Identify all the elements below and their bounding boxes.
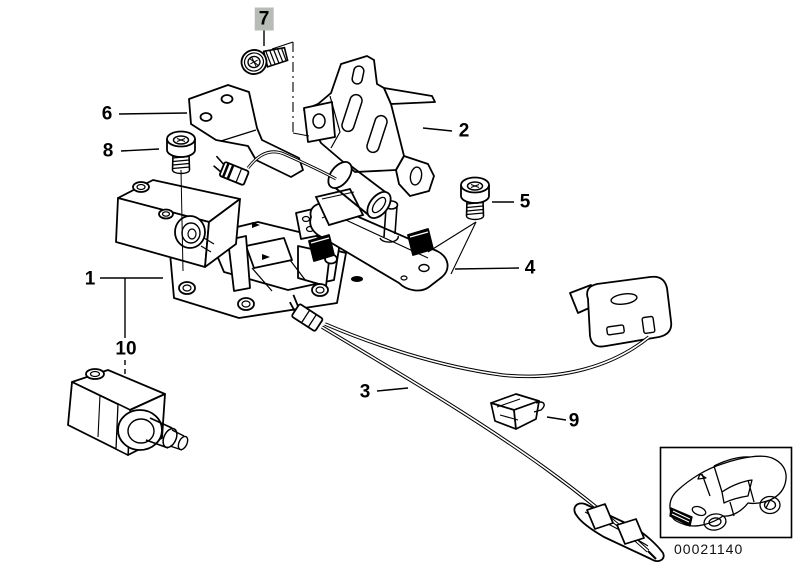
car-icon — [669, 455, 787, 531]
car-inset — [659, 446, 793, 539]
actuator-drawing — [67, 368, 189, 456]
latch-motor-drawing — [314, 161, 392, 227]
cable-housing-drawing — [569, 275, 673, 348]
cable-connector-drawing — [289, 294, 324, 332]
callout-8[interactable]: 8 — [102, 140, 114, 162]
bracket-6-drawing — [188, 84, 304, 178]
callout-7[interactable]: 7 — [254, 7, 274, 31]
wire-connector-drawing — [213, 155, 250, 186]
bracket-2-drawing — [303, 55, 436, 197]
callout-10[interactable]: 10 — [115, 338, 137, 360]
lock-wire-drawing — [246, 150, 337, 181]
screw-7-drawing — [240, 46, 289, 75]
release-cable-drawing — [321, 322, 657, 560]
screw-5-drawing — [460, 176, 490, 221]
striker-plate-drawing — [295, 200, 449, 292]
callout-9[interactable]: 9 — [568, 410, 580, 432]
callout-6[interactable]: 6 — [101, 103, 113, 125]
callout-3[interactable]: 3 — [359, 381, 371, 403]
lock-assembly-drawing — [115, 179, 347, 319]
clip-9-drawing — [490, 393, 545, 430]
callout-5[interactable]: 5 — [519, 191, 531, 213]
callout-1[interactable]: 1 — [84, 268, 96, 290]
callout-2[interactable]: 2 — [458, 120, 470, 142]
drawing-number: 00021140 — [674, 541, 744, 557]
screw-8-drawing — [166, 130, 196, 175]
leader-lines — [100, 30, 567, 421]
callout-4[interactable]: 4 — [524, 257, 536, 279]
cable-end-clamps-drawing — [586, 503, 645, 545]
